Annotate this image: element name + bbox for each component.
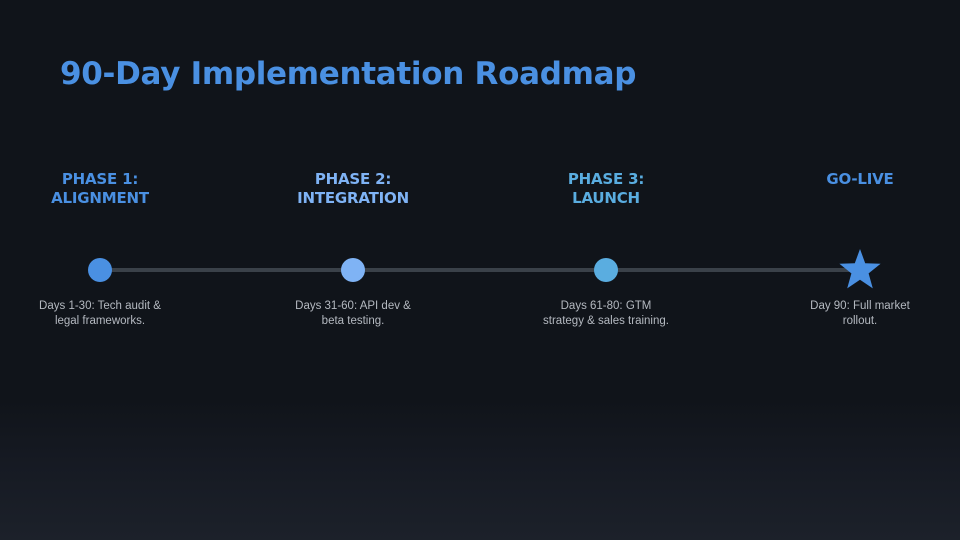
- star-icon: [839, 249, 881, 289]
- go-live-description: Day 90: Full market rollout.: [810, 300, 910, 327]
- phase-1-heading-line1: PHASE 1:: [61, 170, 139, 188]
- phase-2-heading-line2: INTEGRATION: [297, 189, 409, 207]
- phase-3-description: Days 61-80: GTM strategy & sales trainin…: [543, 300, 669, 327]
- phase-1-description: Days 1-30: Tech audit & legal frameworks…: [39, 300, 161, 327]
- phase-3-node: [594, 258, 618, 282]
- phase-1-heading: PHASE 1: ALIGNMENT: [10, 170, 190, 208]
- phase-2-heading-line1: PHASE 2:: [314, 170, 392, 188]
- page-title: 90-Day Implementation Roadmap: [60, 56, 637, 92]
- phase-2-description: Days 31-60: API dev & beta testing.: [295, 300, 411, 327]
- timeline-line: [100, 268, 850, 272]
- go-live-heading: GO-LIVE: [770, 170, 950, 189]
- phase-1-node: [88, 258, 112, 282]
- phase-1-heading-line2: ALIGNMENT: [51, 189, 149, 207]
- phase-3-heading-line2: LAUNCH: [572, 189, 640, 207]
- phase-3-heading-line1: PHASE 3:: [567, 170, 645, 188]
- phase-3-heading: PHASE 3: LAUNCH: [516, 170, 696, 208]
- go-live-heading-line1: GO-LIVE: [826, 170, 894, 188]
- phase-2-node: [341, 258, 365, 282]
- phase-2-heading: PHASE 2: INTEGRATION: [263, 170, 443, 208]
